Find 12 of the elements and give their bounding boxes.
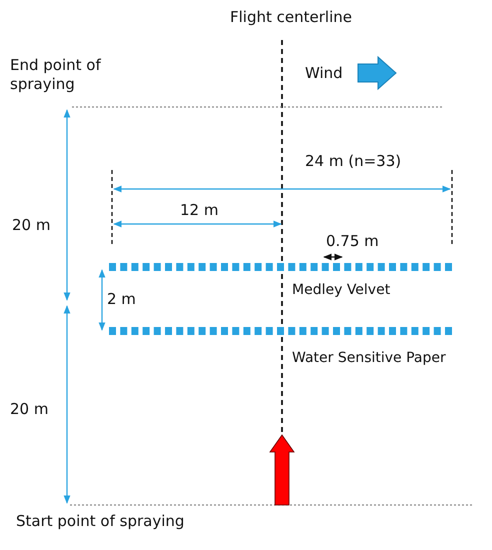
dimension-label: 24 m (n=33) [305,152,402,171]
axis-label: Flight centerline [230,8,352,27]
sampler-label: Medley Velvet [292,281,390,300]
dimension-label: 0.75 m [326,232,379,251]
start-point-label: Start point of spraying [16,512,184,531]
dimension-label: 20 m [12,216,50,235]
dimension-label: 20 m [10,400,48,419]
end-point-label: End point of spraying [10,56,102,94]
sampler-label: Water Sensitive Paper [292,349,446,368]
wind-label: Wind [305,64,343,83]
dimension-label: 12 m [180,201,218,220]
dimension-label: 2 m [107,290,136,309]
